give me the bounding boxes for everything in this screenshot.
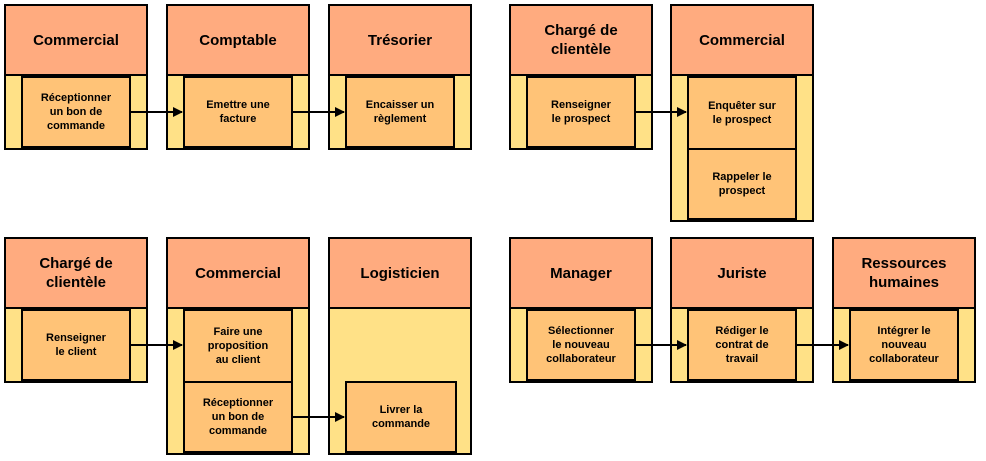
- lane-header: Manager: [509, 237, 653, 309]
- activity-selectionner-collaborateur[interactable]: Sélectionner le nouveau collaborateur: [526, 309, 636, 381]
- activity-livrer-commande[interactable]: Livrer la commande: [345, 381, 457, 453]
- lane-header: Ressources humaines: [832, 237, 976, 309]
- activity-receptionner-bon-de-commande[interactable]: Réceptionner un bon de commande: [21, 76, 131, 148]
- activity-enqueter-prospect[interactable]: Enquêter sur le prospect: [687, 76, 797, 150]
- lane-header: Commercial: [4, 4, 148, 76]
- activity-renseigner-prospect[interactable]: Renseigner le prospect: [526, 76, 636, 148]
- activity-integrer-collaborateur[interactable]: Intégrer le nouveau collaborateur: [849, 309, 959, 381]
- lane-header: Comptable: [166, 4, 310, 76]
- activity-rediger-contrat[interactable]: Rédiger le contrat de travail: [687, 309, 797, 381]
- lane-header: Commercial: [166, 237, 310, 309]
- lane-header: Trésorier: [328, 4, 472, 76]
- activity-renseigner-client[interactable]: Renseigner le client: [21, 309, 131, 381]
- activity-encaisser-reglement[interactable]: Encaisser un règlement: [345, 76, 455, 148]
- activity-rappeler-prospect[interactable]: Rappeler le prospect: [687, 148, 797, 220]
- activity-receptionner-bon-de-commande[interactable]: Réceptionner un bon de commande: [183, 381, 293, 453]
- activity-emettre-facture[interactable]: Emettre une facture: [183, 76, 293, 148]
